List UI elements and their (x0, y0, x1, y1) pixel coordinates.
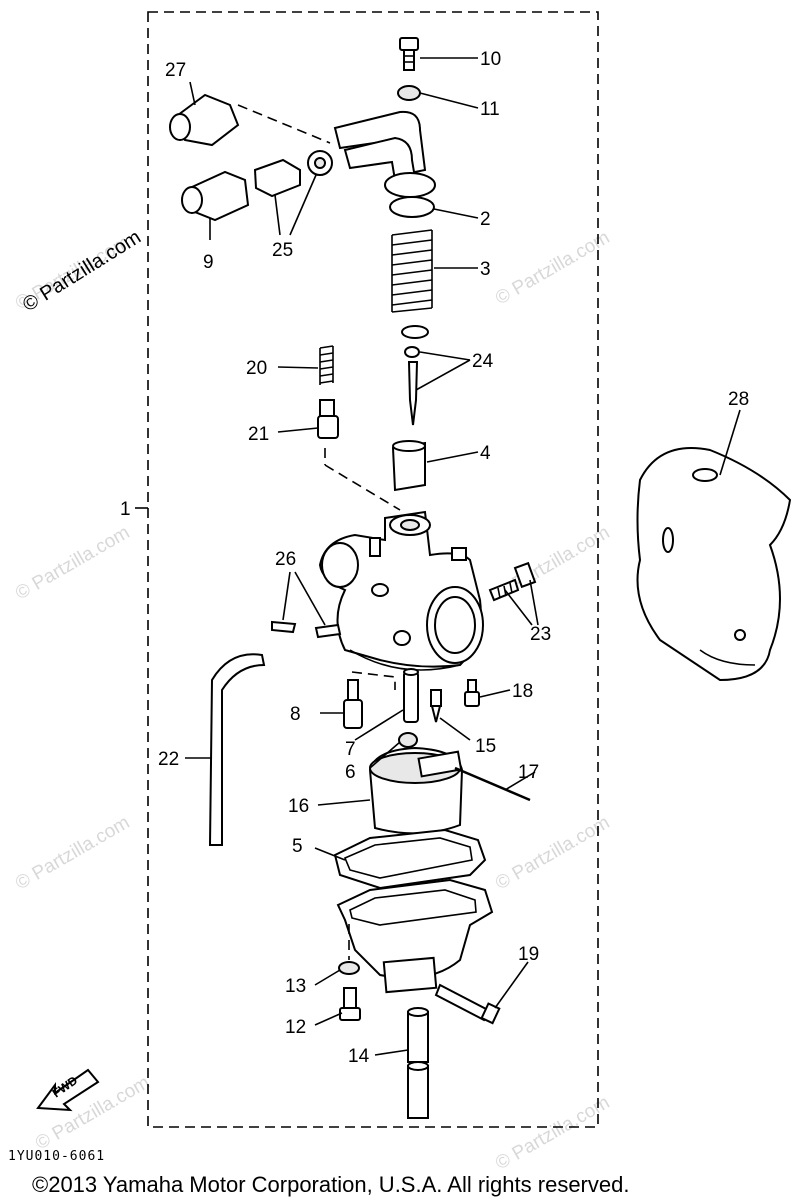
part-17-pin (454, 766, 531, 802)
part-11-washer (397, 85, 421, 101)
part-4-valve (391, 440, 426, 492)
leader-lines (135, 57, 741, 1056)
part-27-cap (169, 93, 240, 147)
part-15-valve (430, 689, 442, 723)
callouts: 10 11 2 3 24 4 27 9 25 20 21 1 26 23 28 … (120, 49, 749, 1067)
part-26-screws (271, 620, 342, 639)
part-6-jet (398, 732, 418, 748)
callout-2: 2 (480, 209, 491, 230)
callout-22: 22 (158, 749, 179, 770)
callout-11: 11 (480, 99, 500, 120)
part-9-cap (181, 170, 250, 222)
callout-17: 17 (518, 762, 539, 783)
part-8-jet (343, 679, 363, 729)
watermark: © Partzilla.com (492, 227, 613, 309)
callout-21: 21 (248, 424, 269, 445)
callout-19: 19 (518, 944, 539, 965)
carburetor-body (318, 510, 484, 671)
part-24-needle (401, 325, 429, 426)
callout-18: 18 (512, 681, 533, 702)
float-bowl (336, 878, 494, 994)
callout-23: 23 (530, 624, 551, 645)
diagram-code: 1YU010-6061 (8, 1149, 105, 1164)
cable-elbow (333, 110, 436, 198)
part-18-screw (464, 679, 480, 707)
part-16-float (368, 746, 464, 835)
callout-14: 14 (348, 1046, 370, 1067)
callout-26: 26 (275, 549, 296, 570)
part-21-screw (317, 399, 339, 439)
callout-6: 6 (345, 762, 356, 783)
leader-21b (324, 464, 401, 511)
part-19-screw (434, 983, 501, 1025)
part-20-spring (319, 345, 334, 385)
callout-9: 9 (203, 252, 214, 273)
watermark: © Partzilla.com (492, 812, 613, 894)
callout-7: 7 (345, 739, 356, 760)
callout-25: 25 (272, 240, 293, 261)
part-28-shield (636, 447, 792, 682)
callout-20: 20 (246, 358, 267, 379)
part-14-tube (407, 1007, 429, 1119)
assembly-border (147, 11, 599, 1128)
part-25-nuts (253, 150, 333, 198)
callout-4: 4 (480, 443, 491, 464)
part-12-screw (339, 987, 361, 1021)
watermark-dark: © Partzilla.com (19, 226, 145, 316)
watermark: © Partzilla.com (12, 812, 133, 894)
part-5-gasket (333, 828, 487, 890)
part-13-washer (338, 961, 360, 975)
copyright-text: ©2013 Yamaha Motor Corporation, U.S.A. A… (32, 1172, 629, 1197)
leader-jets (351, 671, 396, 690)
callout-12: 12 (285, 1017, 306, 1038)
leader-27 (237, 104, 331, 144)
callout-13: 13 (285, 976, 306, 997)
callout-8: 8 (290, 704, 301, 725)
part-22-tube (208, 653, 266, 846)
callout-3: 3 (480, 259, 491, 280)
callout-28: 28 (728, 389, 749, 410)
part-10-screw (399, 37, 419, 71)
part-3-spring (391, 229, 433, 313)
callout-16: 16 (288, 796, 309, 817)
part-23-screw (488, 561, 537, 602)
callout-15: 15 (475, 736, 496, 757)
callout-27: 27 (165, 60, 186, 81)
watermark: © Partzilla.com (492, 1092, 613, 1174)
part-2-ring (389, 196, 435, 218)
watermark: © Partzilla.com (12, 522, 133, 604)
callout-5: 5 (292, 836, 303, 857)
part-7-jet (403, 668, 419, 723)
callout-10: 10 (480, 49, 501, 70)
callout-1: 1 (120, 499, 131, 520)
callout-24: 24 (472, 351, 494, 372)
